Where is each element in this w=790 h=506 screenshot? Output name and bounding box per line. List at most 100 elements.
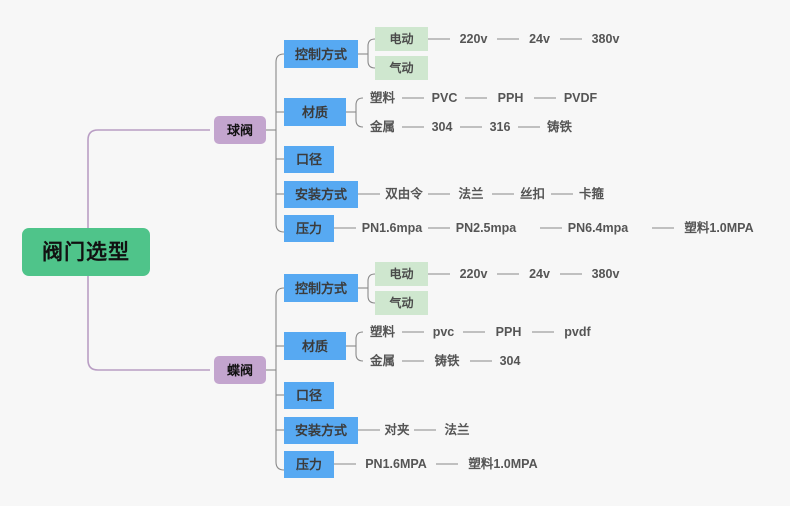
node-ball-install-method[interactable]: 安装方式 [284,181,358,208]
branch-node-butterfly-valve[interactable]: 蝶阀 [214,356,266,384]
leaf-ball-pressure-pn64[interactable]: PN6.4mpa [562,218,634,238]
node-butterfly-pressure-label: 压力 [295,457,322,472]
leaf-butterfly-plastic-pvdf[interactable]: pvdf [554,322,601,342]
node-ball-control-method[interactable]: 控制方式 [284,40,358,68]
leaf-ball-plastic-pvdf[interactable]: PVDF [556,88,605,108]
leaf-ball-plastic-pvdf-label: PVDF [563,90,598,105]
leaf-butterfly-plastic-pph[interactable]: PPH [485,322,532,342]
node-butterfly-install-method-label: 安装方式 [294,423,347,438]
leaf-ball-electric-220v[interactable]: 220v [450,28,497,50]
node-butterfly-caliber[interactable]: 口径 [284,382,334,409]
leaf-ball-metal-316[interactable]: 316 [482,117,518,137]
node-butterfly-material-plastic[interactable]: 塑料 [363,322,402,342]
node-butterfly-material-metal[interactable]: 金属 [363,351,402,371]
leaf-ball-pressure-pn25-label: PN2.5mpa [455,220,517,235]
leaf-ball-electric-24v-label: 24v [529,31,550,46]
branch-node-ball-valve[interactable]: 球阀 [214,116,266,144]
leaf-ball-electric-24v[interactable]: 24v [519,28,560,50]
node-ball-material-metal[interactable]: 金属 [363,117,402,137]
leaf-butterfly-install-wafer[interactable]: 对夹 [380,420,414,440]
leaf-butterfly-plastic-pvc[interactable]: pvc [424,322,463,342]
leaf-ball-install-clamp[interactable]: 卡箍 [573,184,610,204]
node-ball-install-method-label: 安装方式 [294,187,347,202]
leaf-butterfly-electric-220v-label: 220v [459,266,488,281]
leaf-ball-install-clamp-label: 卡箍 [578,186,604,201]
leaf-butterfly-electric-380v[interactable]: 380v [582,263,629,285]
leaf-butterfly-electric-220v[interactable]: 220v [450,263,497,285]
leaf-butterfly-metal-304[interactable]: 304 [492,351,528,371]
leaf-ball-metal-cast-iron-label: 铸铁 [546,119,572,134]
leaf-ball-metal-304-label: 304 [431,119,453,134]
leaf-ball-electric-380v-label: 380v [591,31,620,46]
node-butterfly-control-electric-label: 电动 [389,267,414,281]
leaf-ball-install-thread-label: 丝扣 [519,186,545,201]
node-butterfly-pressure[interactable]: 压力 [284,451,334,478]
leaf-ball-plastic-pvc[interactable]: PVC [424,88,465,108]
node-ball-caliber-label: 口径 [295,152,322,167]
leaf-ball-install-flange[interactable]: 法兰 [450,184,492,204]
node-ball-material-metal-label: 金属 [369,119,395,134]
leaf-butterfly-electric-24v-label: 24v [529,266,550,281]
node-butterfly-control-method-label: 控制方式 [294,280,347,296]
leaf-ball-install-union[interactable]: 双由令 [380,184,428,204]
node-ball-control-method-label: 控制方式 [294,46,347,62]
node-ball-control-electric[interactable]: 电动 [375,27,428,51]
leaf-butterfly-metal-cast-iron[interactable]: 铸铁 [424,351,470,371]
node-butterfly-control-method[interactable]: 控制方式 [284,274,358,302]
leaf-ball-pressure-plastic10[interactable]: 塑料1.0MPA [674,218,764,238]
leaf-butterfly-plastic-pph-label: PPH [495,324,522,339]
node-butterfly-material-label: 材质 [301,338,328,354]
node-butterfly-control-electric[interactable]: 电动 [375,262,428,286]
node-butterfly-material-plastic-label: 塑料 [369,324,395,339]
root-node-label: 阀门选型 [42,240,130,264]
leaf-ball-metal-316-label: 316 [489,119,511,134]
leaf-butterfly-electric-24v[interactable]: 24v [519,263,560,285]
leaf-butterfly-plastic-pvc-label: pvc [432,324,455,339]
leaf-butterfly-install-wafer-label: 对夹 [384,422,410,437]
leaf-butterfly-pressure-plastic10[interactable]: 塑料1.0MPA [458,454,548,474]
node-ball-control-electric-label: 电动 [389,32,414,46]
leaf-ball-plastic-pph[interactable]: PPH [487,88,534,108]
leaf-butterfly-pressure-pn16[interactable]: PN1.6MPA [356,454,436,474]
leaf-ball-electric-380v[interactable]: 380v [582,28,629,50]
leaf-ball-metal-cast-iron[interactable]: 铸铁 [540,117,579,137]
leaf-ball-plastic-pph-label: PPH [497,90,524,105]
node-ball-caliber[interactable]: 口径 [284,146,334,173]
node-ball-material[interactable]: 材质 [284,98,346,126]
leaf-butterfly-install-flange[interactable]: 法兰 [436,420,478,440]
leaf-butterfly-pressure-plastic10-label: 塑料1.0MPA [468,456,538,471]
leaf-ball-plastic-pvc-label: PVC [431,90,458,105]
leaf-ball-pressure-plastic10-label: 塑料1.0MPA [684,220,754,235]
node-ball-pressure-label: 压力 [295,221,322,236]
leaf-ball-pressure-pn64-label: PN6.4mpa [567,220,629,235]
leaf-butterfly-metal-304-label: 304 [499,353,521,368]
leaf-ball-metal-304[interactable]: 304 [424,117,460,137]
root-node[interactable]: 阀门选型 [22,228,150,276]
node-butterfly-install-method[interactable]: 安装方式 [284,417,358,444]
node-ball-control-pneumatic[interactable]: 气动 [375,56,428,80]
leaf-ball-install-thread[interactable]: 丝扣 [514,184,551,204]
leaf-butterfly-metal-cast-iron-label: 铸铁 [434,353,460,368]
node-butterfly-material[interactable]: 材质 [284,332,346,360]
node-ball-control-pneumatic-label: 气动 [389,61,414,75]
node-ball-material-label: 材质 [301,104,328,120]
leaf-butterfly-install-flange-label: 法兰 [444,422,470,437]
leaf-butterfly-electric-380v-label: 380v [591,266,620,281]
leaf-butterfly-plastic-pvdf-label: pvdf [564,324,591,339]
node-butterfly-caliber-label: 口径 [295,388,322,403]
leaf-ball-pressure-pn16[interactable]: PN1.6mpa [356,218,428,238]
leaf-ball-pressure-pn25[interactable]: PN2.5mpa [450,218,522,238]
leaf-ball-pressure-pn16-label: PN1.6mpa [361,220,423,235]
node-ball-material-plastic-label: 塑料 [369,90,395,105]
branch-node-ball-valve-label: 球阀 [226,122,253,138]
leaf-ball-install-flange-label: 法兰 [458,186,484,201]
node-ball-material-plastic[interactable]: 塑料 [363,88,402,108]
node-butterfly-material-metal-label: 金属 [369,353,395,368]
leaf-ball-electric-220v-label: 220v [459,31,488,46]
node-ball-pressure[interactable]: 压力 [284,215,334,242]
node-butterfly-control-pneumatic[interactable]: 气动 [375,291,428,315]
branch-node-butterfly-valve-label: 蝶阀 [226,362,253,378]
node-butterfly-control-pneumatic-label: 气动 [389,296,414,310]
leaf-ball-install-union-label: 双由令 [385,186,423,201]
